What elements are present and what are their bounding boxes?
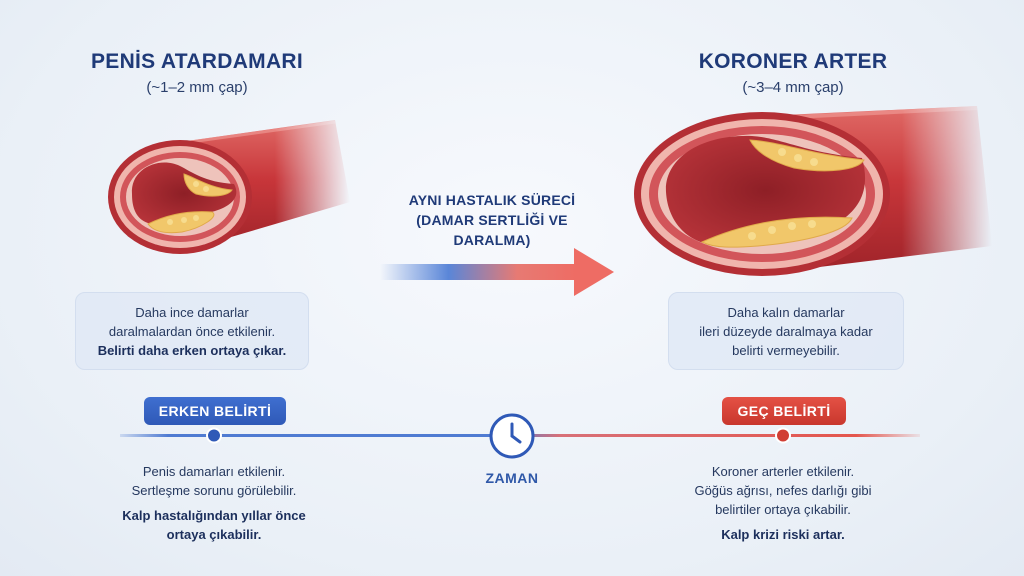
early-marker xyxy=(206,427,222,444)
left-subtitle: (~1–2 mm çap) xyxy=(146,79,248,96)
left-description: Penis damarları etkilenir. Sertleşme sor… xyxy=(92,462,336,544)
process-label-line3: DARALMA) xyxy=(453,232,531,248)
left-title: PENİS ATARDAMARI xyxy=(90,50,304,73)
time-label: ZAMAN xyxy=(485,470,539,486)
right-info-line1: Daha kalın damarlar xyxy=(727,305,845,320)
right-plaque xyxy=(700,139,865,248)
left-desc-bold2: ortaya çıkabilir. xyxy=(166,527,262,542)
right-desc-bold: Kalp krizi riski artar. xyxy=(721,527,845,542)
left-info-line1: Daha ince damarlar xyxy=(135,305,249,320)
right-info-line3: belirti vermeyebilir. xyxy=(732,343,840,358)
process-label-line1: AYNI HASTALIK SÜRECİ xyxy=(408,192,576,208)
progression-arrow-icon xyxy=(380,248,614,296)
left-desc-line2: Sertleşme sorunu görülebilir. xyxy=(131,483,297,498)
right-description: Koroner arterler etkilenir. Göğüs ağrısı… xyxy=(660,462,906,544)
right-subtitle: (~3–4 mm çap) xyxy=(742,79,844,96)
left-info-line2: daralmalardan önce etkilenir. xyxy=(108,324,276,339)
right-title: KORONER ARTER xyxy=(698,50,888,73)
process-label-line2: (DAMAR SERTLİĞİ VE xyxy=(416,212,568,228)
early-symptom-badge: ERKEN BELİRTİ xyxy=(144,397,286,425)
coronary-artery-illustration xyxy=(634,106,992,276)
process-label: AYNI HASTALIK SÜRECİ (DAMAR SERTLİĞİ VE … xyxy=(392,190,592,250)
left-desc-line1: Penis damarları etkilenir. xyxy=(142,464,286,479)
late-symptom-badge: GEÇ BELİRTİ xyxy=(722,397,846,425)
left-info-box: Daha ince damarlar daralmalardan önce et… xyxy=(75,292,309,370)
late-marker xyxy=(775,427,791,444)
right-desc-line3: belirtiler ortaya çıkabilir. xyxy=(715,502,851,517)
clock-icon xyxy=(489,413,535,459)
right-desc-line2: Göğüs ağrısı, nefes darlığı gibi xyxy=(694,483,872,498)
left-plaque xyxy=(147,173,233,234)
left-desc-bold1: Kalp hastalığından yıllar önce xyxy=(122,508,306,523)
right-info-line2: ileri düzeyde daralmaya kadar xyxy=(699,324,873,339)
penile-artery-illustration xyxy=(108,120,350,254)
right-info-box: Daha kalın damarlar ileri düzeyde daralm… xyxy=(668,292,904,370)
right-desc-line1: Koroner arterler etkilenir. xyxy=(711,464,855,479)
left-info-bold: Belirti daha erken ortaya çıkar. xyxy=(97,343,287,358)
